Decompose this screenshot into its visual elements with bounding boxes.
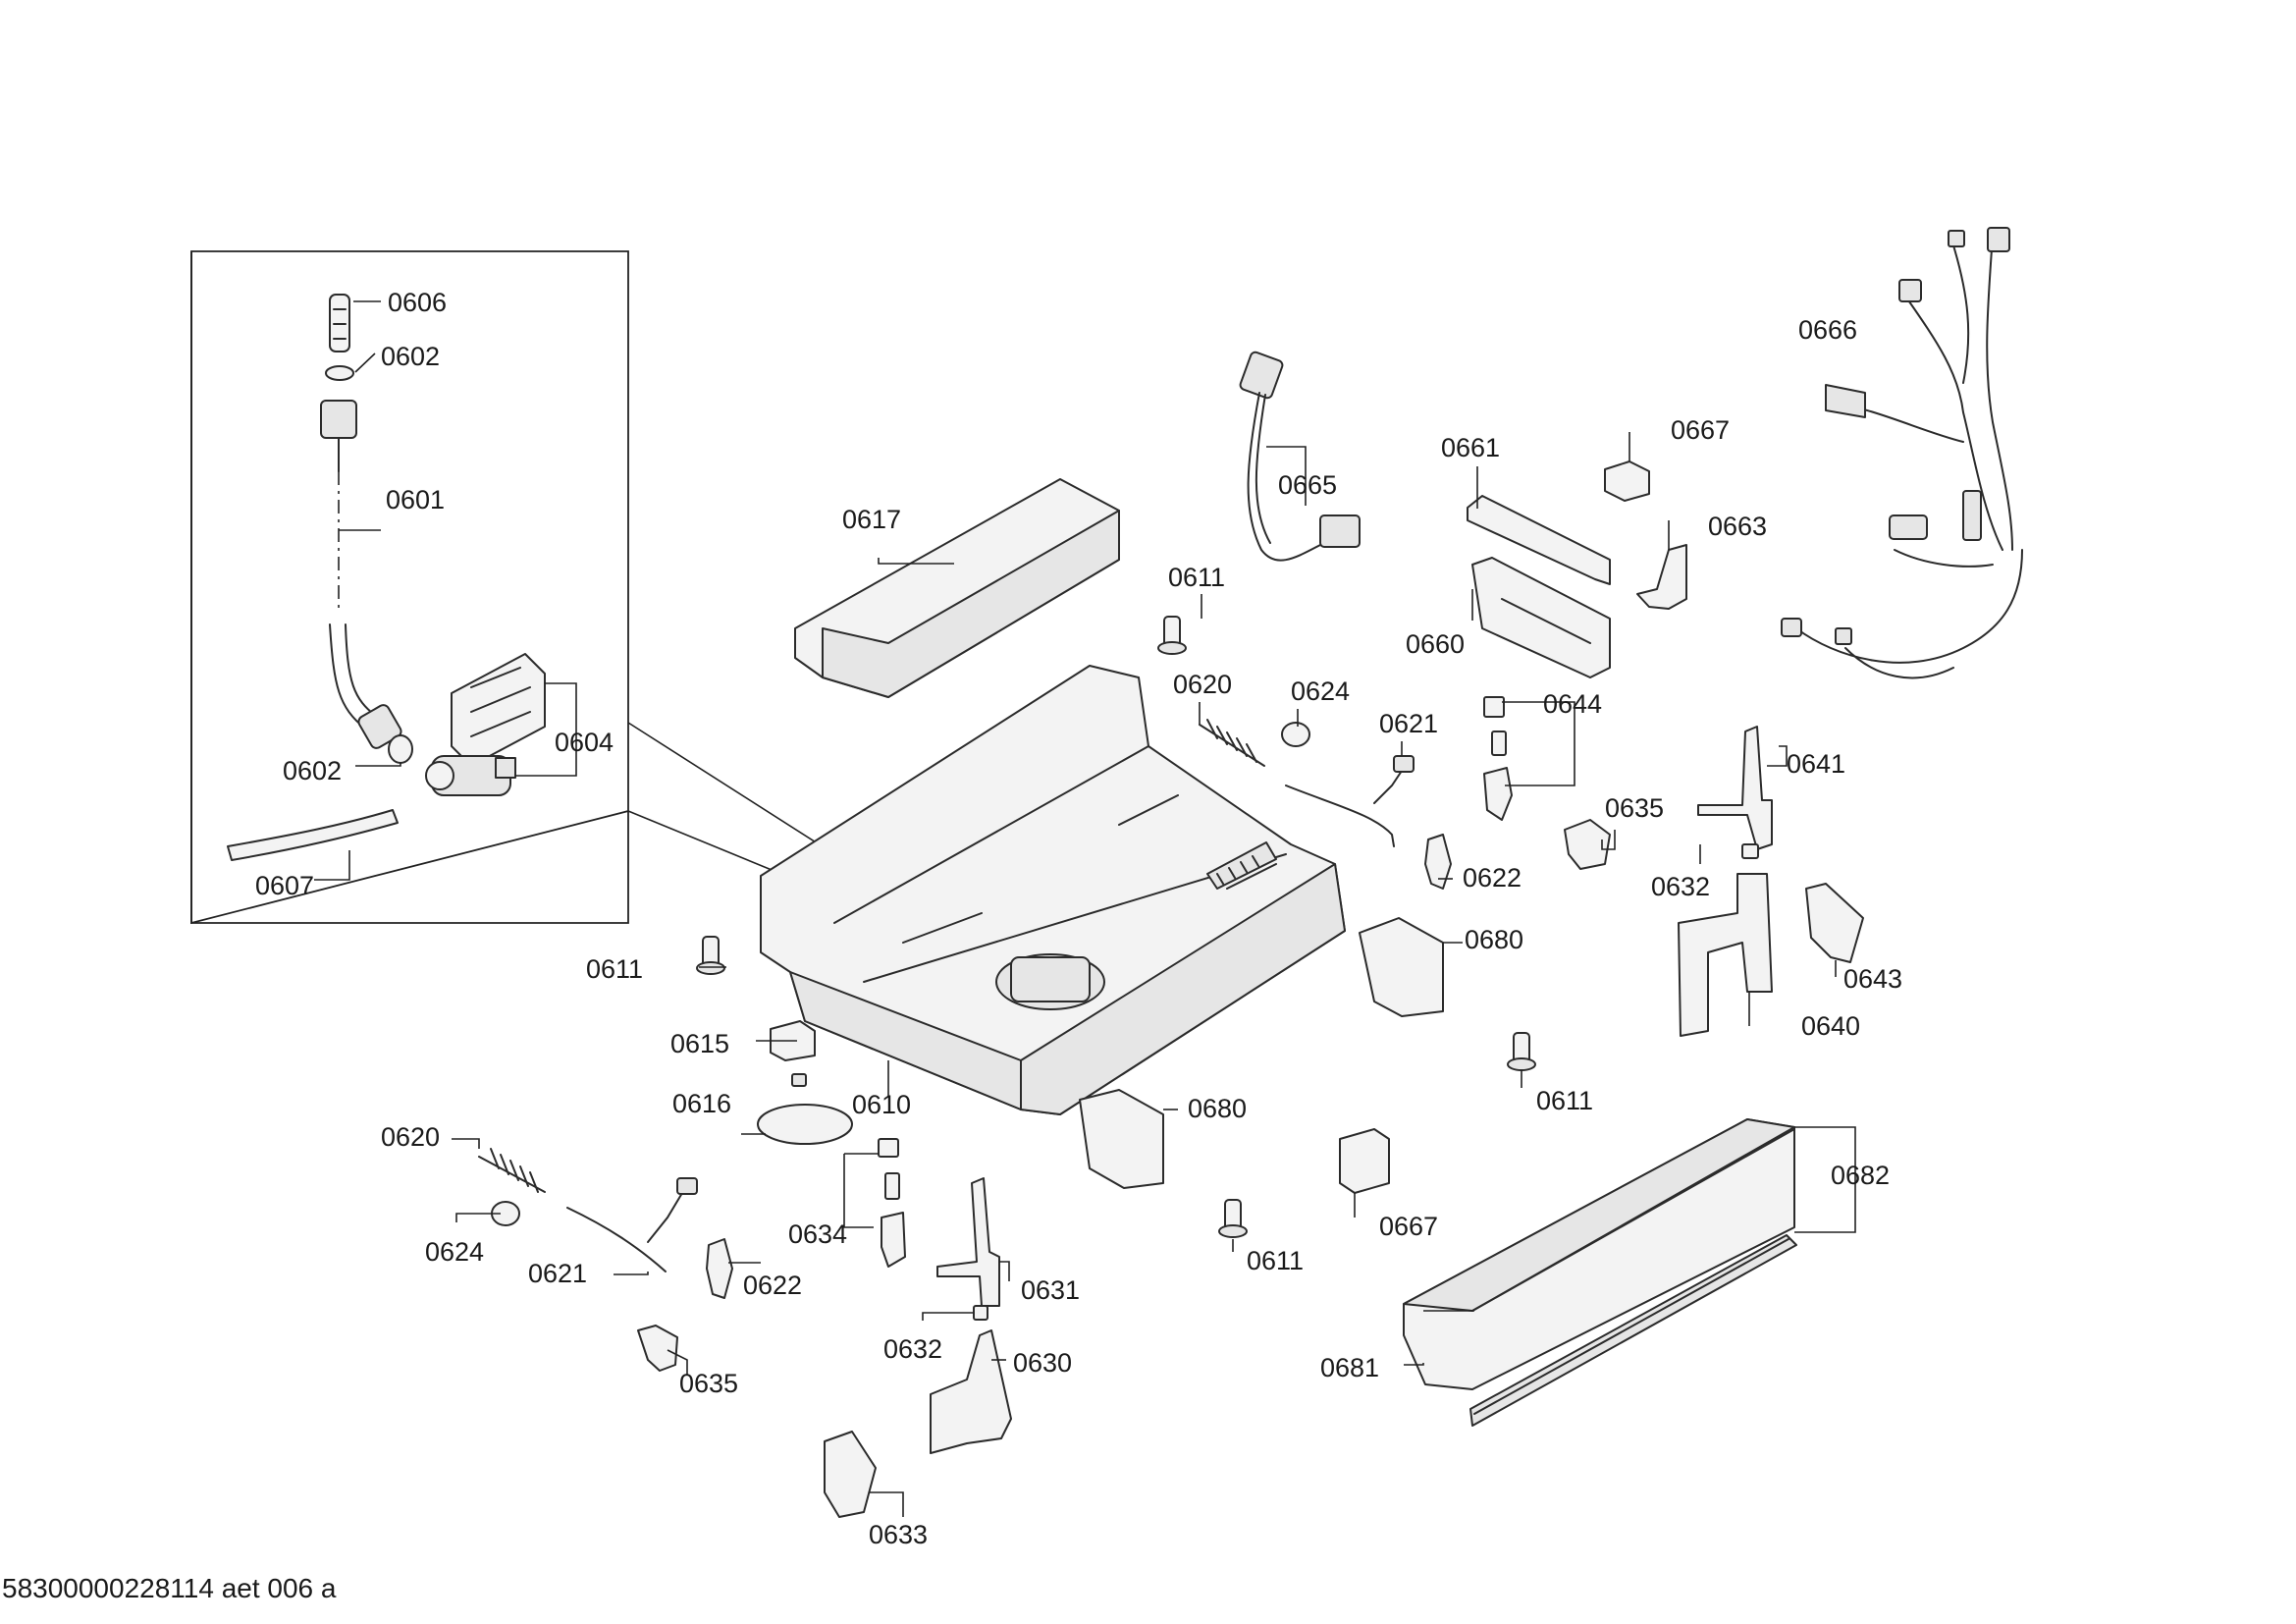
label-0667: 0667 (1379, 1212, 1438, 1241)
label-0660: 0660 (1406, 629, 1465, 659)
label-0611: 0611 (1168, 563, 1225, 592)
screw-0611a (1157, 616, 1187, 655)
label-0622: 0622 (743, 1271, 802, 1300)
hinge-0640 (1678, 873, 1773, 1037)
detail-inset (190, 250, 914, 925)
label-0665: 0665 (1278, 470, 1337, 500)
label-0633: 0633 (869, 1520, 928, 1549)
power-cord-0665 (1239, 351, 1361, 562)
bracket-0635b (637, 1325, 678, 1372)
cap-0624a (1281, 722, 1310, 747)
label-0632: 0632 (1651, 872, 1710, 901)
hinge-0641 (1697, 726, 1773, 850)
label-0661: 0661 (1441, 433, 1500, 462)
label-0604: 0604 (555, 728, 614, 757)
label-0615: 0615 (670, 1029, 729, 1058)
label-0666: 0666 (1798, 315, 1857, 345)
screw-0611d (1218, 1199, 1248, 1238)
base-tub-0610 (760, 665, 1346, 1115)
label-0640: 0640 (1801, 1011, 1860, 1041)
label-0620: 0620 (1173, 670, 1232, 699)
screw-0611c (1507, 1032, 1536, 1071)
label-0681: 0681 (1320, 1353, 1379, 1382)
part-0615-small (791, 1073, 807, 1087)
label-0624: 0624 (1291, 677, 1350, 706)
bracket-0635a (1564, 819, 1611, 870)
clip-0667a (1604, 460, 1650, 502)
spring-0620a (1199, 719, 1265, 767)
clip-0667b (1339, 1128, 1390, 1194)
label-0644: 0644 (1543, 689, 1602, 719)
sensor-0621b (566, 1177, 698, 1272)
label-0601: 0601 (386, 485, 445, 514)
label-0635: 0635 (1605, 793, 1664, 823)
bracket-0663 (1636, 544, 1687, 610)
label-0680: 0680 (1465, 925, 1523, 954)
parts-0634 (878, 1138, 906, 1268)
clip-0632b (973, 1305, 988, 1321)
label-0611: 0611 (1536, 1086, 1593, 1115)
label-0606: 0606 (388, 288, 447, 317)
label-0611: 0611 (1247, 1246, 1304, 1275)
label-0643: 0643 (1843, 964, 1902, 994)
label-0622: 0622 (1463, 863, 1522, 893)
label-0616: 0616 (672, 1089, 731, 1118)
clip-0622b (706, 1238, 733, 1299)
screw-0611b (696, 936, 725, 975)
hinge-0630 (930, 1329, 1012, 1454)
label-0621: 0621 (1379, 709, 1438, 738)
label-0641: 0641 (1787, 749, 1845, 779)
cap-part-0606 (329, 294, 350, 352)
label-0602: 0602 (381, 342, 440, 371)
label-0602: 0602 (283, 756, 342, 785)
terminal-0644 (1483, 696, 1513, 821)
bracket-0633 (824, 1431, 877, 1518)
support-0680b (1079, 1089, 1164, 1189)
leader-lines (452, 432, 1856, 1517)
disc-0616 (757, 1104, 853, 1145)
spring-0620b (478, 1148, 546, 1193)
label-0682: 0682 (1831, 1161, 1890, 1190)
bar-0661 (1467, 495, 1611, 585)
label-0630: 0630 (1013, 1348, 1072, 1378)
strip-0681 (1469, 1234, 1797, 1427)
label-0680: 0680 (1188, 1094, 1247, 1123)
label-0634: 0634 (788, 1219, 847, 1249)
seal-ring-0602 (325, 365, 354, 381)
label-0611: 0611 (586, 954, 643, 984)
cover-0617 (794, 478, 1120, 698)
front-panel-0682 (1403, 1118, 1795, 1390)
label-0620: 0620 (381, 1122, 440, 1152)
connector-0643 (1805, 883, 1864, 963)
support-0680a (1359, 917, 1444, 1017)
label-0635: 0635 (679, 1369, 738, 1398)
label-0631: 0631 (1021, 1275, 1080, 1305)
part-labels: 0606 0602 0601 0602 0604 0607 0617 0665 … (255, 288, 1902, 1549)
document-id: 58300000228114 aet 006 a (2, 1573, 337, 1603)
label-0632: 0632 (883, 1334, 942, 1364)
tube-part-0607 (227, 809, 399, 861)
label-0624: 0624 (425, 1237, 484, 1267)
housing-0660 (1471, 557, 1611, 678)
hose-part-0601 (320, 400, 402, 749)
clip-0632a (1741, 843, 1759, 859)
seal-ring-0602b (388, 734, 413, 764)
label-0610: 0610 (852, 1090, 911, 1119)
label-0621: 0621 (528, 1259, 587, 1288)
valve-bracket-0604 (425, 653, 546, 796)
sensor-0621a (1285, 755, 1415, 847)
clip-0622a (1424, 834, 1452, 890)
label-0663: 0663 (1708, 512, 1767, 541)
label-0607: 0607 (255, 871, 314, 900)
wiring-harness-0666 (1781, 227, 2023, 679)
label-0617: 0617 (842, 505, 901, 534)
label-0667: 0667 (1671, 415, 1730, 445)
hinge-0631 (936, 1177, 1000, 1307)
